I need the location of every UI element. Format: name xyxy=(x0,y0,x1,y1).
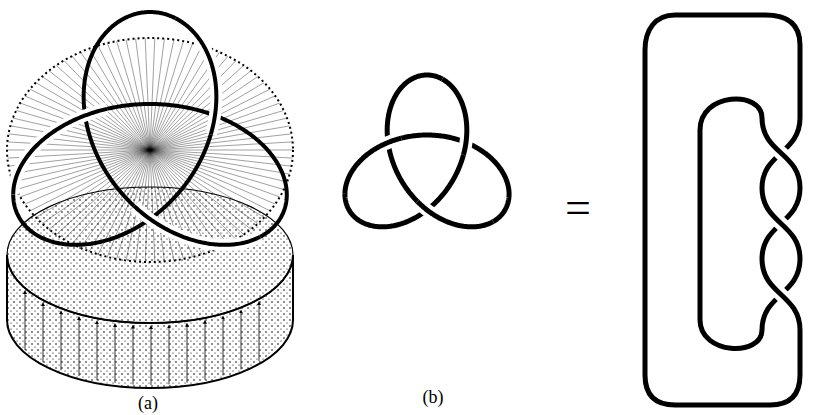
hatch-line xyxy=(150,141,310,150)
hatch-line xyxy=(27,150,150,234)
crossing-gap xyxy=(176,18,217,134)
figure-label: (a) xyxy=(138,394,158,412)
hatch-line xyxy=(133,21,150,150)
push-arrow xyxy=(151,327,152,385)
hatch-line xyxy=(150,24,189,150)
hatch-line xyxy=(14,150,150,219)
knot-strand xyxy=(13,109,107,194)
crossing-gap xyxy=(345,138,401,194)
lower-disk xyxy=(7,187,293,323)
knot-strand xyxy=(345,138,401,194)
hatch-line xyxy=(90,29,150,150)
push-arrow xyxy=(133,327,134,385)
knot-strand xyxy=(176,18,217,134)
hatch-line xyxy=(144,20,150,150)
hatch-line xyxy=(51,48,150,150)
crossing-gap xyxy=(442,79,467,155)
hatch-line xyxy=(43,150,150,247)
hatch-line xyxy=(0,150,150,151)
trefoil-knot xyxy=(13,12,287,245)
trefoil-knot xyxy=(345,75,509,227)
hatch-line xyxy=(101,26,150,150)
push-arrow xyxy=(241,311,242,369)
label-holder: = xyxy=(565,185,591,231)
push-arrow xyxy=(223,317,224,375)
push-arrow xyxy=(187,325,188,383)
hatch-line xyxy=(21,150,150,226)
hatch-line xyxy=(150,150,286,219)
knot-strand xyxy=(345,75,509,227)
hatch-line xyxy=(150,150,273,234)
hatch-line xyxy=(150,53,257,150)
knot-strand xyxy=(13,12,287,245)
hatch-line xyxy=(150,20,156,150)
push-arrow xyxy=(205,322,206,380)
hatch-line xyxy=(150,132,308,150)
equals-sign: = xyxy=(565,185,591,231)
push-arrow xyxy=(43,304,44,362)
push-arrow xyxy=(115,325,116,383)
push-arrow xyxy=(97,322,98,380)
hatch-line xyxy=(150,123,307,150)
hatch-line xyxy=(150,150,308,168)
hatch-line xyxy=(150,48,249,150)
hatch-line xyxy=(111,24,150,150)
hatch-line xyxy=(150,150,310,151)
push-arrow xyxy=(79,318,80,376)
label-holder: (a) xyxy=(138,394,158,412)
push-arrow xyxy=(169,326,170,384)
hatch-line xyxy=(61,42,150,150)
crossing-gap xyxy=(418,202,494,227)
push-arrow xyxy=(61,312,62,370)
hatch-line xyxy=(150,150,279,226)
closed-braid xyxy=(645,15,800,405)
knot-strand xyxy=(418,202,494,227)
hatch-line xyxy=(0,141,150,150)
upper-disk-rim xyxy=(7,38,293,262)
crossing-gap xyxy=(13,109,107,194)
push-arrow xyxy=(259,303,260,361)
crossing-gap xyxy=(134,206,260,245)
label-holder: (b) xyxy=(423,388,444,406)
hatch-line xyxy=(43,53,150,150)
knot-strand xyxy=(442,79,467,155)
push-arrow xyxy=(25,292,26,350)
knot-strand xyxy=(134,206,260,245)
hatch-line xyxy=(150,150,310,159)
hatch-line xyxy=(150,26,199,150)
figure-label: (b) xyxy=(423,388,444,406)
